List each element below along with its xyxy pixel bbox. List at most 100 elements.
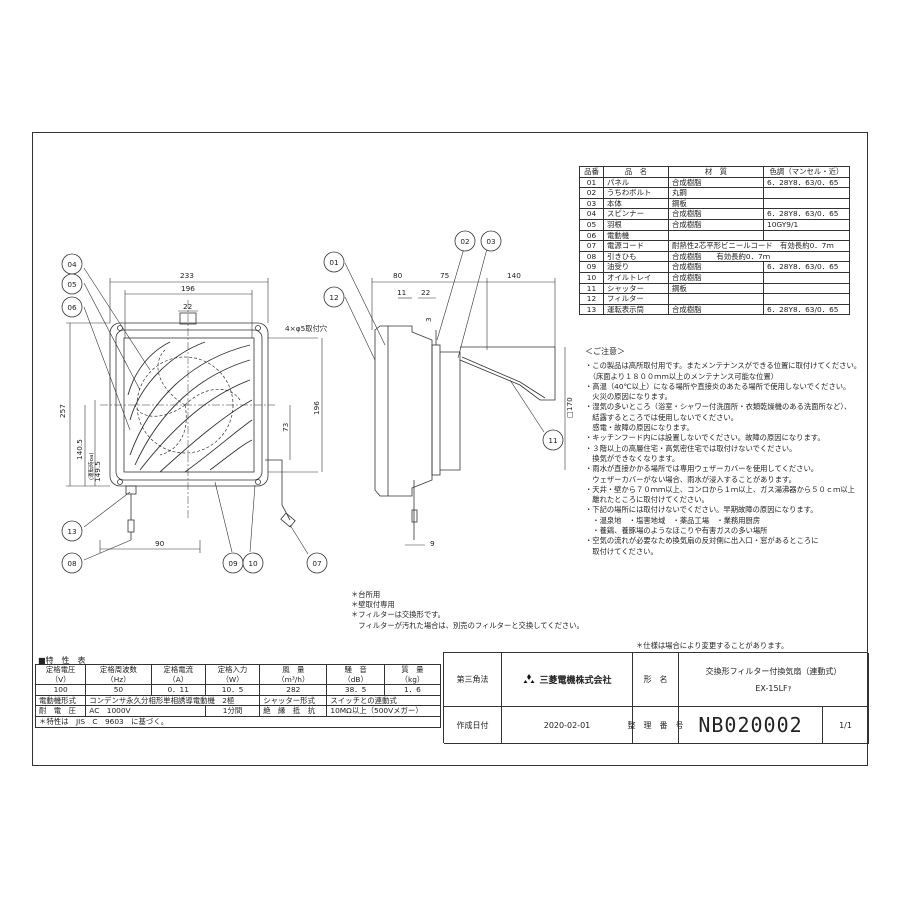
spec-value: 50	[85, 684, 152, 696]
spec-header: 定格入力	[204, 663, 261, 675]
callout-11: 11	[548, 436, 557, 445]
front-body-outline	[109, 322, 269, 487]
caution-line: 換気ができなくなります。	[585, 453, 680, 463]
company-cell: 三菱電機株式会社	[502, 653, 633, 707]
parts-cell: 耐熱性2芯平形ビニールコード 有効長約0．7ｍ	[668, 240, 850, 252]
spec-unit: （dB）	[326, 674, 385, 686]
caution-line: ・高温（40℃以上）になる場所や直接炎のあたる場所で使用しないでください。	[585, 381, 851, 391]
parts-cell: 羽根	[603, 218, 669, 231]
parts-header-cell: 材 質	[668, 166, 764, 178]
dim-22-side: 22	[421, 288, 430, 297]
parts-cell: 6．28Y8．63/0．65	[763, 176, 850, 189]
sheet-number: 1/1	[823, 707, 869, 744]
caution-line: ・３階以上の高層住宅・高気密住宅では取付けないでください。	[585, 443, 797, 453]
parts-cell: 合成樹脂	[668, 218, 764, 231]
spec-footnote: ＊特性は JIS C 9603 に基づく。	[35, 715, 441, 728]
dim-73: 73	[281, 422, 290, 432]
usage-note: ＊フィルターは交換形です。	[351, 610, 445, 620]
parts-cell: 合成樹脂	[668, 176, 764, 189]
parts-cell: 01	[579, 176, 604, 189]
caution-line: 取付けてください。	[585, 546, 658, 556]
dim-80: 80	[393, 271, 403, 280]
spec-value: 0．11	[150, 684, 206, 696]
parts-cell	[668, 229, 764, 242]
spec-value-row: 100 50 0．11 10．5 282 38．5 1．6	[34, 684, 442, 696]
dim-233: 233	[180, 271, 194, 280]
caution-line: ・空気の流れが必要なため換気扇の反対側に出入口・窓があるところに	[585, 536, 819, 546]
parts-cell: 合成樹脂	[668, 208, 764, 220]
caution-title: ＜ご注意＞	[585, 347, 625, 356]
spec-motor-label: 電動機形式	[34, 694, 87, 707]
parts-header-cell: 品番	[579, 166, 604, 178]
dim-90: 90	[155, 539, 165, 548]
parts-cell	[668, 293, 764, 305]
parts-cell: フィルター	[603, 293, 669, 305]
parts-cell: 電源コード	[603, 240, 669, 252]
spec-motor-row: 電動機形式 コンデンサ永久分相形単相誘導電動機 2極 シャッター形式 スイッチと…	[34, 694, 441, 707]
spec-header: 定格電圧	[34, 663, 87, 675]
dim-257: 257	[58, 404, 67, 418]
number-label: 整 理 番 号	[628, 707, 684, 744]
parts-cell: 02	[579, 187, 604, 199]
callout-03: 03	[486, 237, 496, 246]
parts-cell: 合成樹脂	[668, 303, 764, 316]
spec-footnote-row: ＊特性は JIS C 9603 に基づく。	[35, 715, 441, 728]
drawing-sheet-border	[32, 132, 868, 766]
parts-cell: オイルトレイ	[603, 271, 669, 284]
parts-cell: 10GY9/1	[763, 218, 850, 231]
caution-line: 火災の原因になります。	[585, 392, 672, 402]
parts-cell: 09	[579, 261, 604, 273]
callout-12: 12	[329, 293, 338, 302]
parts-cell	[763, 197, 850, 210]
company-name: 三菱電機株式会社	[539, 676, 612, 686]
parts-cell: シャッター	[603, 282, 669, 295]
spec-header: 定格電流	[150, 663, 206, 675]
title-block: 第三角法 三菱電機株式会社 形 名 交換形フィルター付換気扇（連動式） EX-1…	[443, 652, 869, 744]
parts-cell: パネル	[603, 176, 669, 189]
dim-196-height: 196	[312, 401, 321, 415]
parts-cell: 合成樹脂	[668, 271, 764, 284]
spec-header: 風 量	[259, 663, 328, 675]
side-body-outline	[374, 325, 433, 497]
callout-01: 01	[329, 258, 338, 267]
drawing-number: NB020002	[679, 707, 823, 744]
parts-cell: 電動機	[603, 229, 669, 242]
usage-note: フィルターが汚れた場合は、別売のフィルターと交換してください。	[351, 620, 584, 630]
parts-cell: 油受り	[603, 261, 669, 273]
parts-header-cell: 品 名	[603, 166, 669, 178]
spec-voltage-time: 1分間	[204, 705, 261, 717]
model-number: EX-15LFｧ	[755, 683, 792, 693]
spec-header: 定格周波数	[85, 663, 152, 675]
parts-cell	[763, 282, 850, 295]
caution-line: ・温泉地 ・塩害地域 ・薬品工場 ・業務用厨房	[585, 515, 761, 525]
dim-170: □170	[565, 397, 574, 418]
callout-06: 06	[67, 303, 77, 312]
dim-3: 3	[424, 317, 433, 322]
spec-unit: （Hz）	[85, 674, 152, 686]
spec-table: 定格電圧 定格周波数 定格電流 定格入力 風 量 騒 音 質 量 （V） （Hz…	[34, 663, 442, 728]
spec-voltage-row: 耐 電 圧 AC 1000V 1分間 絶 縁 抵 抗 10MΩ以上（500Vメガ…	[34, 705, 441, 717]
dim-11: 11	[397, 288, 406, 297]
product-name: 交換形フィルター付換気扇（連動式）	[705, 666, 842, 676]
caution-line: ・この製品は高所取付用です。またメンテナンスができる位置に取付けてください。	[585, 361, 862, 371]
spec-header: 質 量	[383, 663, 442, 675]
dim-140-5-note: (運転時oa)	[87, 452, 95, 480]
parts-header-cell: 色調（マンセル・近）	[763, 166, 850, 178]
spec-voltage-value: AC 1000V	[85, 705, 206, 717]
callout-07: 07	[312, 559, 322, 568]
caution-line: ・養鶏、養豚場のようなほこりや有害ガスの多い場所	[585, 526, 768, 536]
spec-shutter-value: スイッチとの連動式	[326, 694, 441, 707]
parts-header-row: 品番 品 名 材 質 色調（マンセル・近）	[579, 166, 850, 178]
parts-cell: 05	[579, 218, 604, 231]
parts-cell: 03	[579, 197, 604, 210]
caution-line: ・キッチンフード内には設置しないでください。故障の原因になります。	[585, 433, 825, 443]
